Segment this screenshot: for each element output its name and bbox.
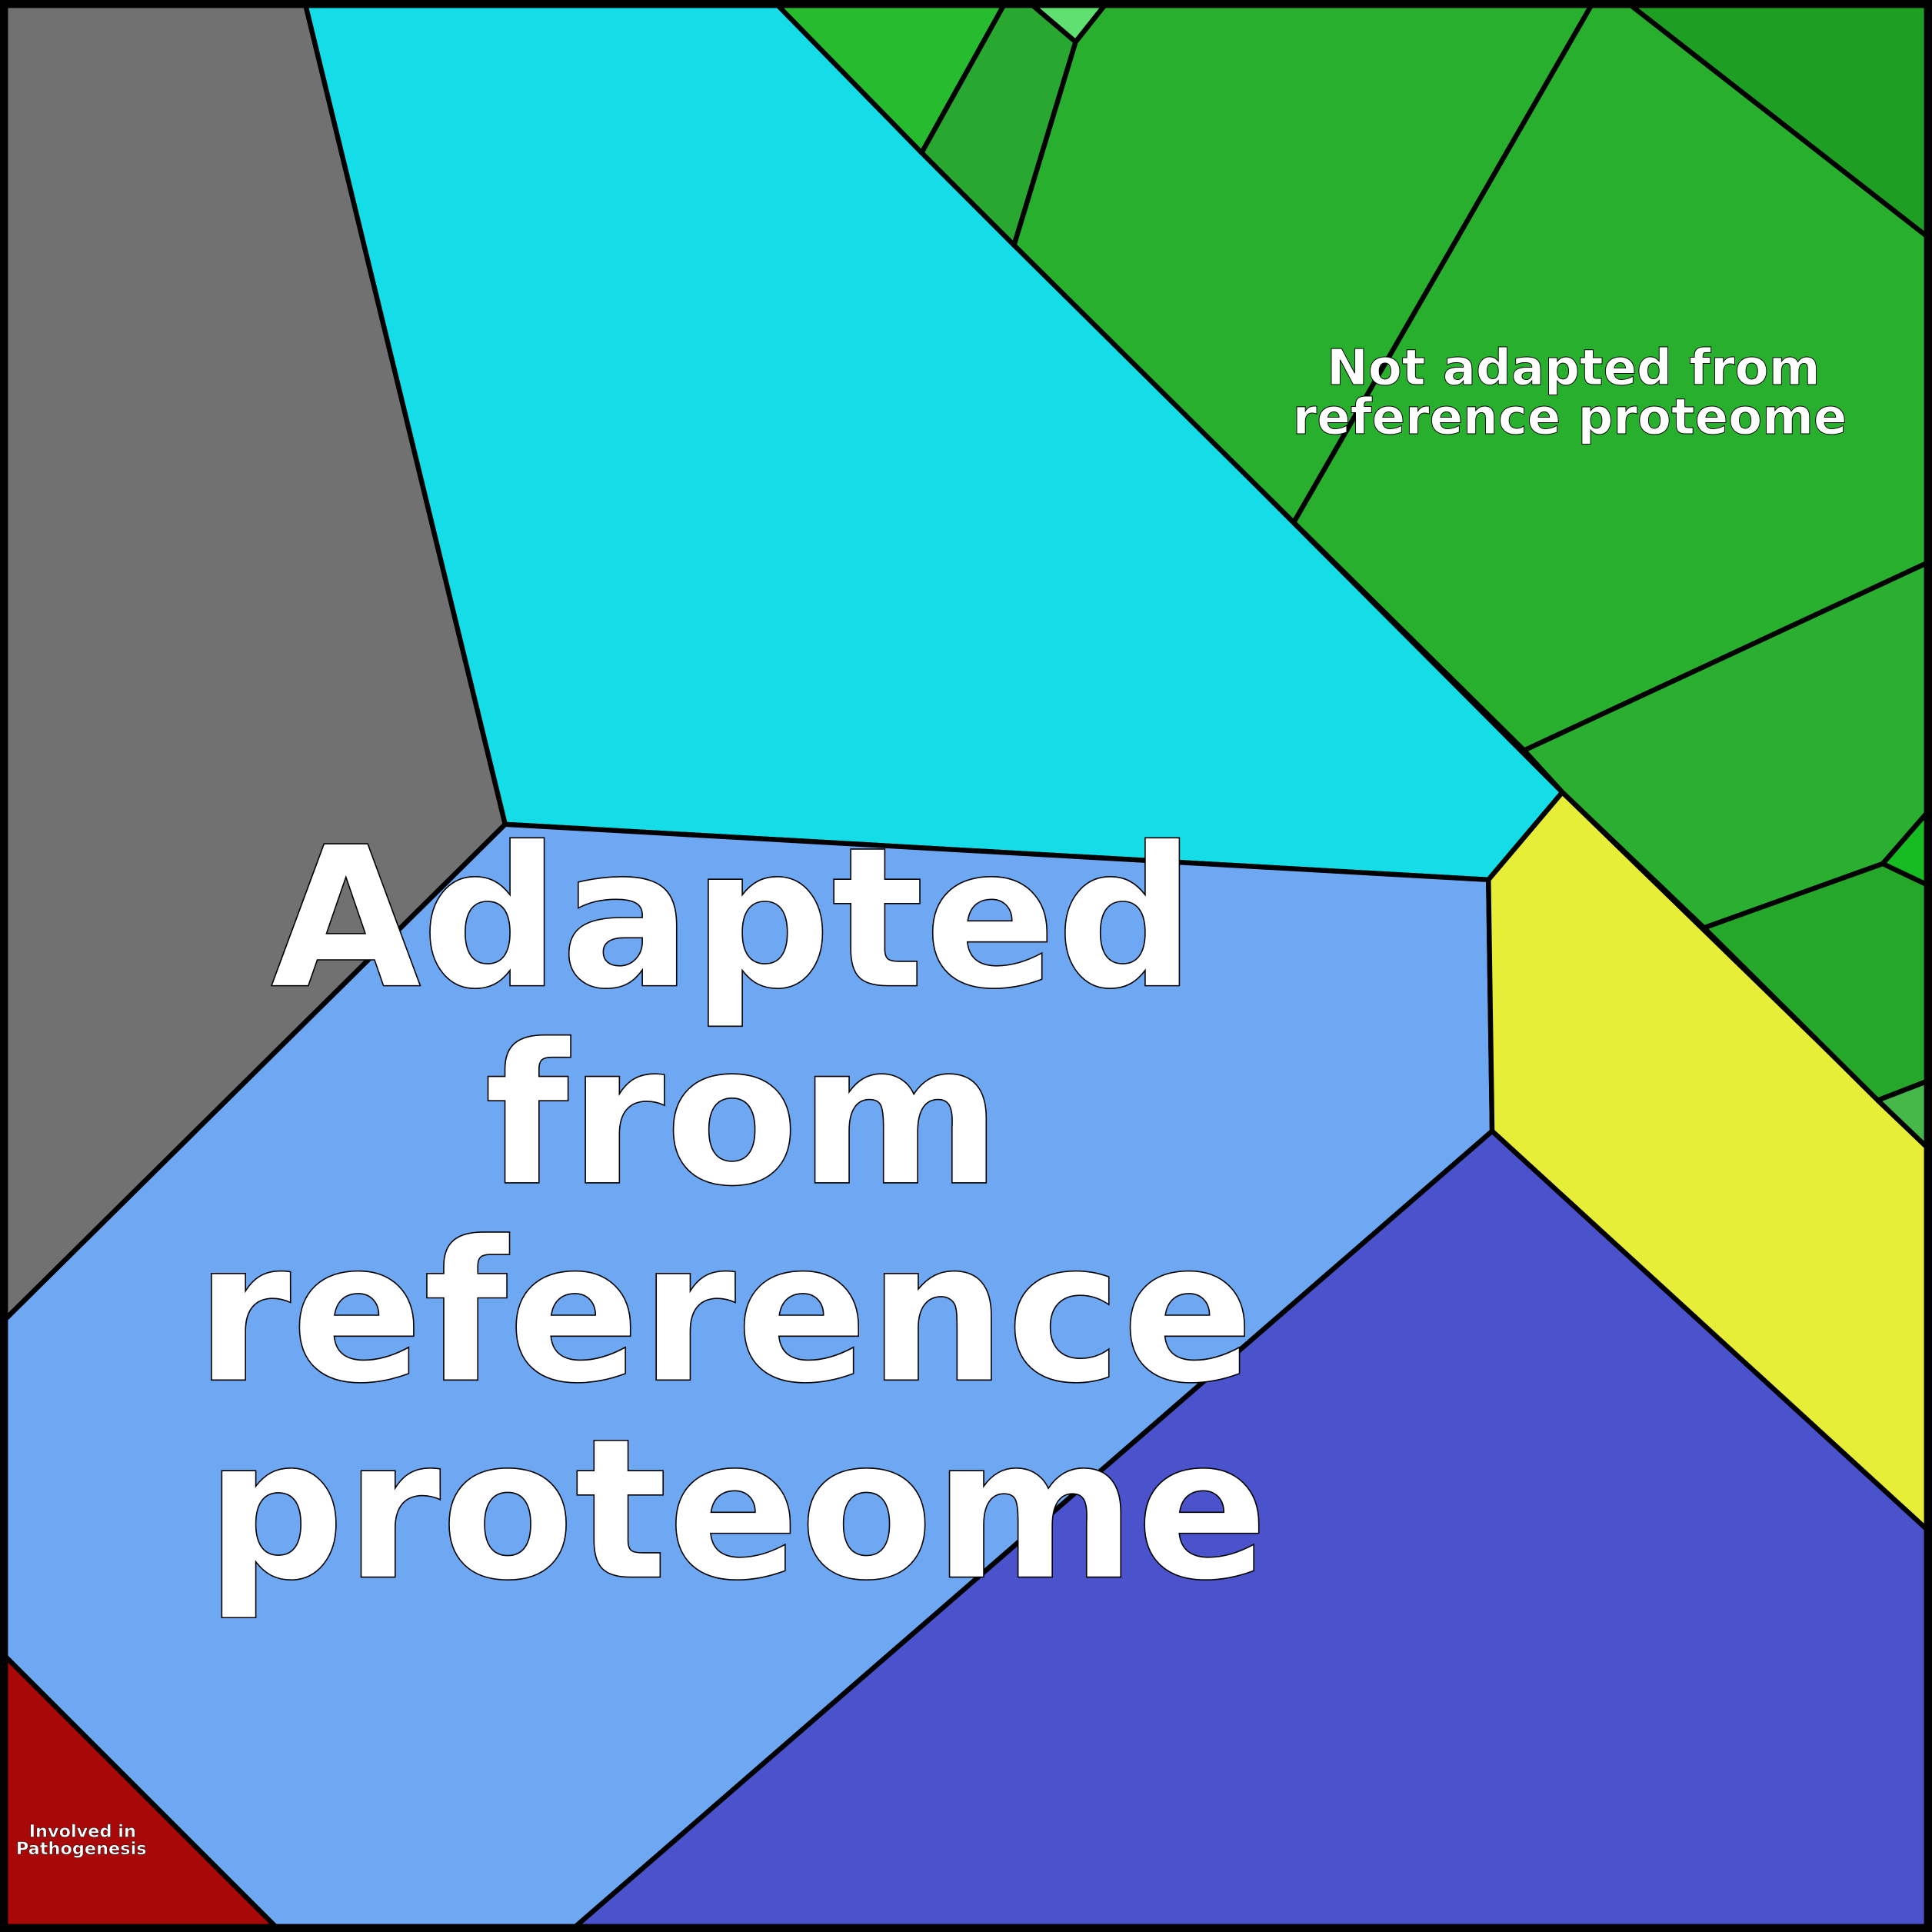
cell-green-6 xyxy=(1701,861,1932,1103)
cell-green-3 xyxy=(1011,0,1597,525)
label-adapted-line-2: from xyxy=(485,1002,1002,1229)
label-pathogenesis-line-1: Involved in xyxy=(29,1822,136,1842)
cell-pathogenesis-red xyxy=(0,1648,284,1932)
cell-green-dark xyxy=(1621,0,1932,243)
label-adapted-line-4: proteome xyxy=(205,1397,1268,1624)
label-not-adapted-line-1: Not adapted from xyxy=(1327,340,1820,397)
cell-yellow xyxy=(1486,789,1932,1537)
label-not-adapted: Not adapted from reference proteome xyxy=(1292,339,1847,446)
cell-green-pale xyxy=(1875,1077,1932,1155)
cell-green-4 xyxy=(1291,0,1932,753)
label-pathogenesis-line-2: Pathogenesis xyxy=(16,1839,147,1859)
label-adapted-line-3: reference xyxy=(195,1199,1254,1426)
label-adapted: Adapted from reference proteome xyxy=(195,804,1269,1624)
label-adapted-line-1: Adapted xyxy=(271,805,1196,1032)
label-not-adapted-line-2: reference proteome xyxy=(1293,389,1847,446)
label-pathogenesis: Involved in Pathogenesis xyxy=(16,1821,147,1859)
